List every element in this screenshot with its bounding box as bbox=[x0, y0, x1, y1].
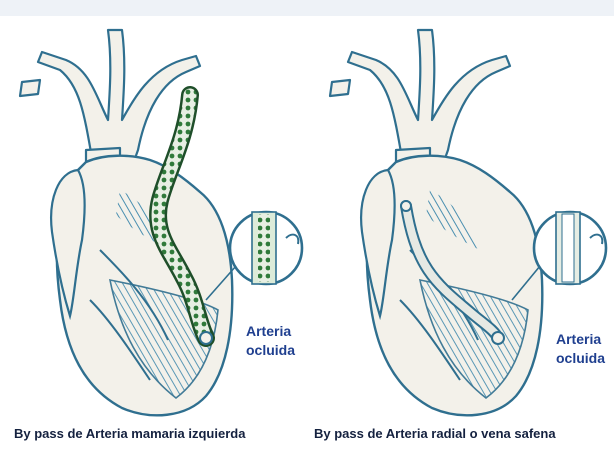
anastomosis-point-right bbox=[492, 332, 504, 344]
top-wash bbox=[0, 0, 614, 16]
occluded-label-line2: ocluida bbox=[246, 341, 295, 360]
magnifier-circle-right bbox=[534, 212, 606, 284]
occluded-artery-label-right: Arteria ocluida bbox=[556, 330, 605, 368]
anastomosis-point bbox=[200, 332, 212, 344]
magnifier-circle bbox=[230, 212, 302, 284]
occluded-artery-label-left: Arteria ocluida bbox=[246, 322, 295, 360]
occluded-label-line1: Arteria bbox=[556, 330, 605, 349]
occluded-label-line1: Arteria bbox=[246, 322, 295, 341]
caption-left: By pass de Arteria mamaria izquierda bbox=[14, 426, 245, 441]
caption-right: By pass de Arteria radial o vena safena bbox=[314, 426, 556, 441]
graft-origin bbox=[401, 201, 411, 211]
occluded-label-line2: ocluida bbox=[556, 349, 605, 368]
